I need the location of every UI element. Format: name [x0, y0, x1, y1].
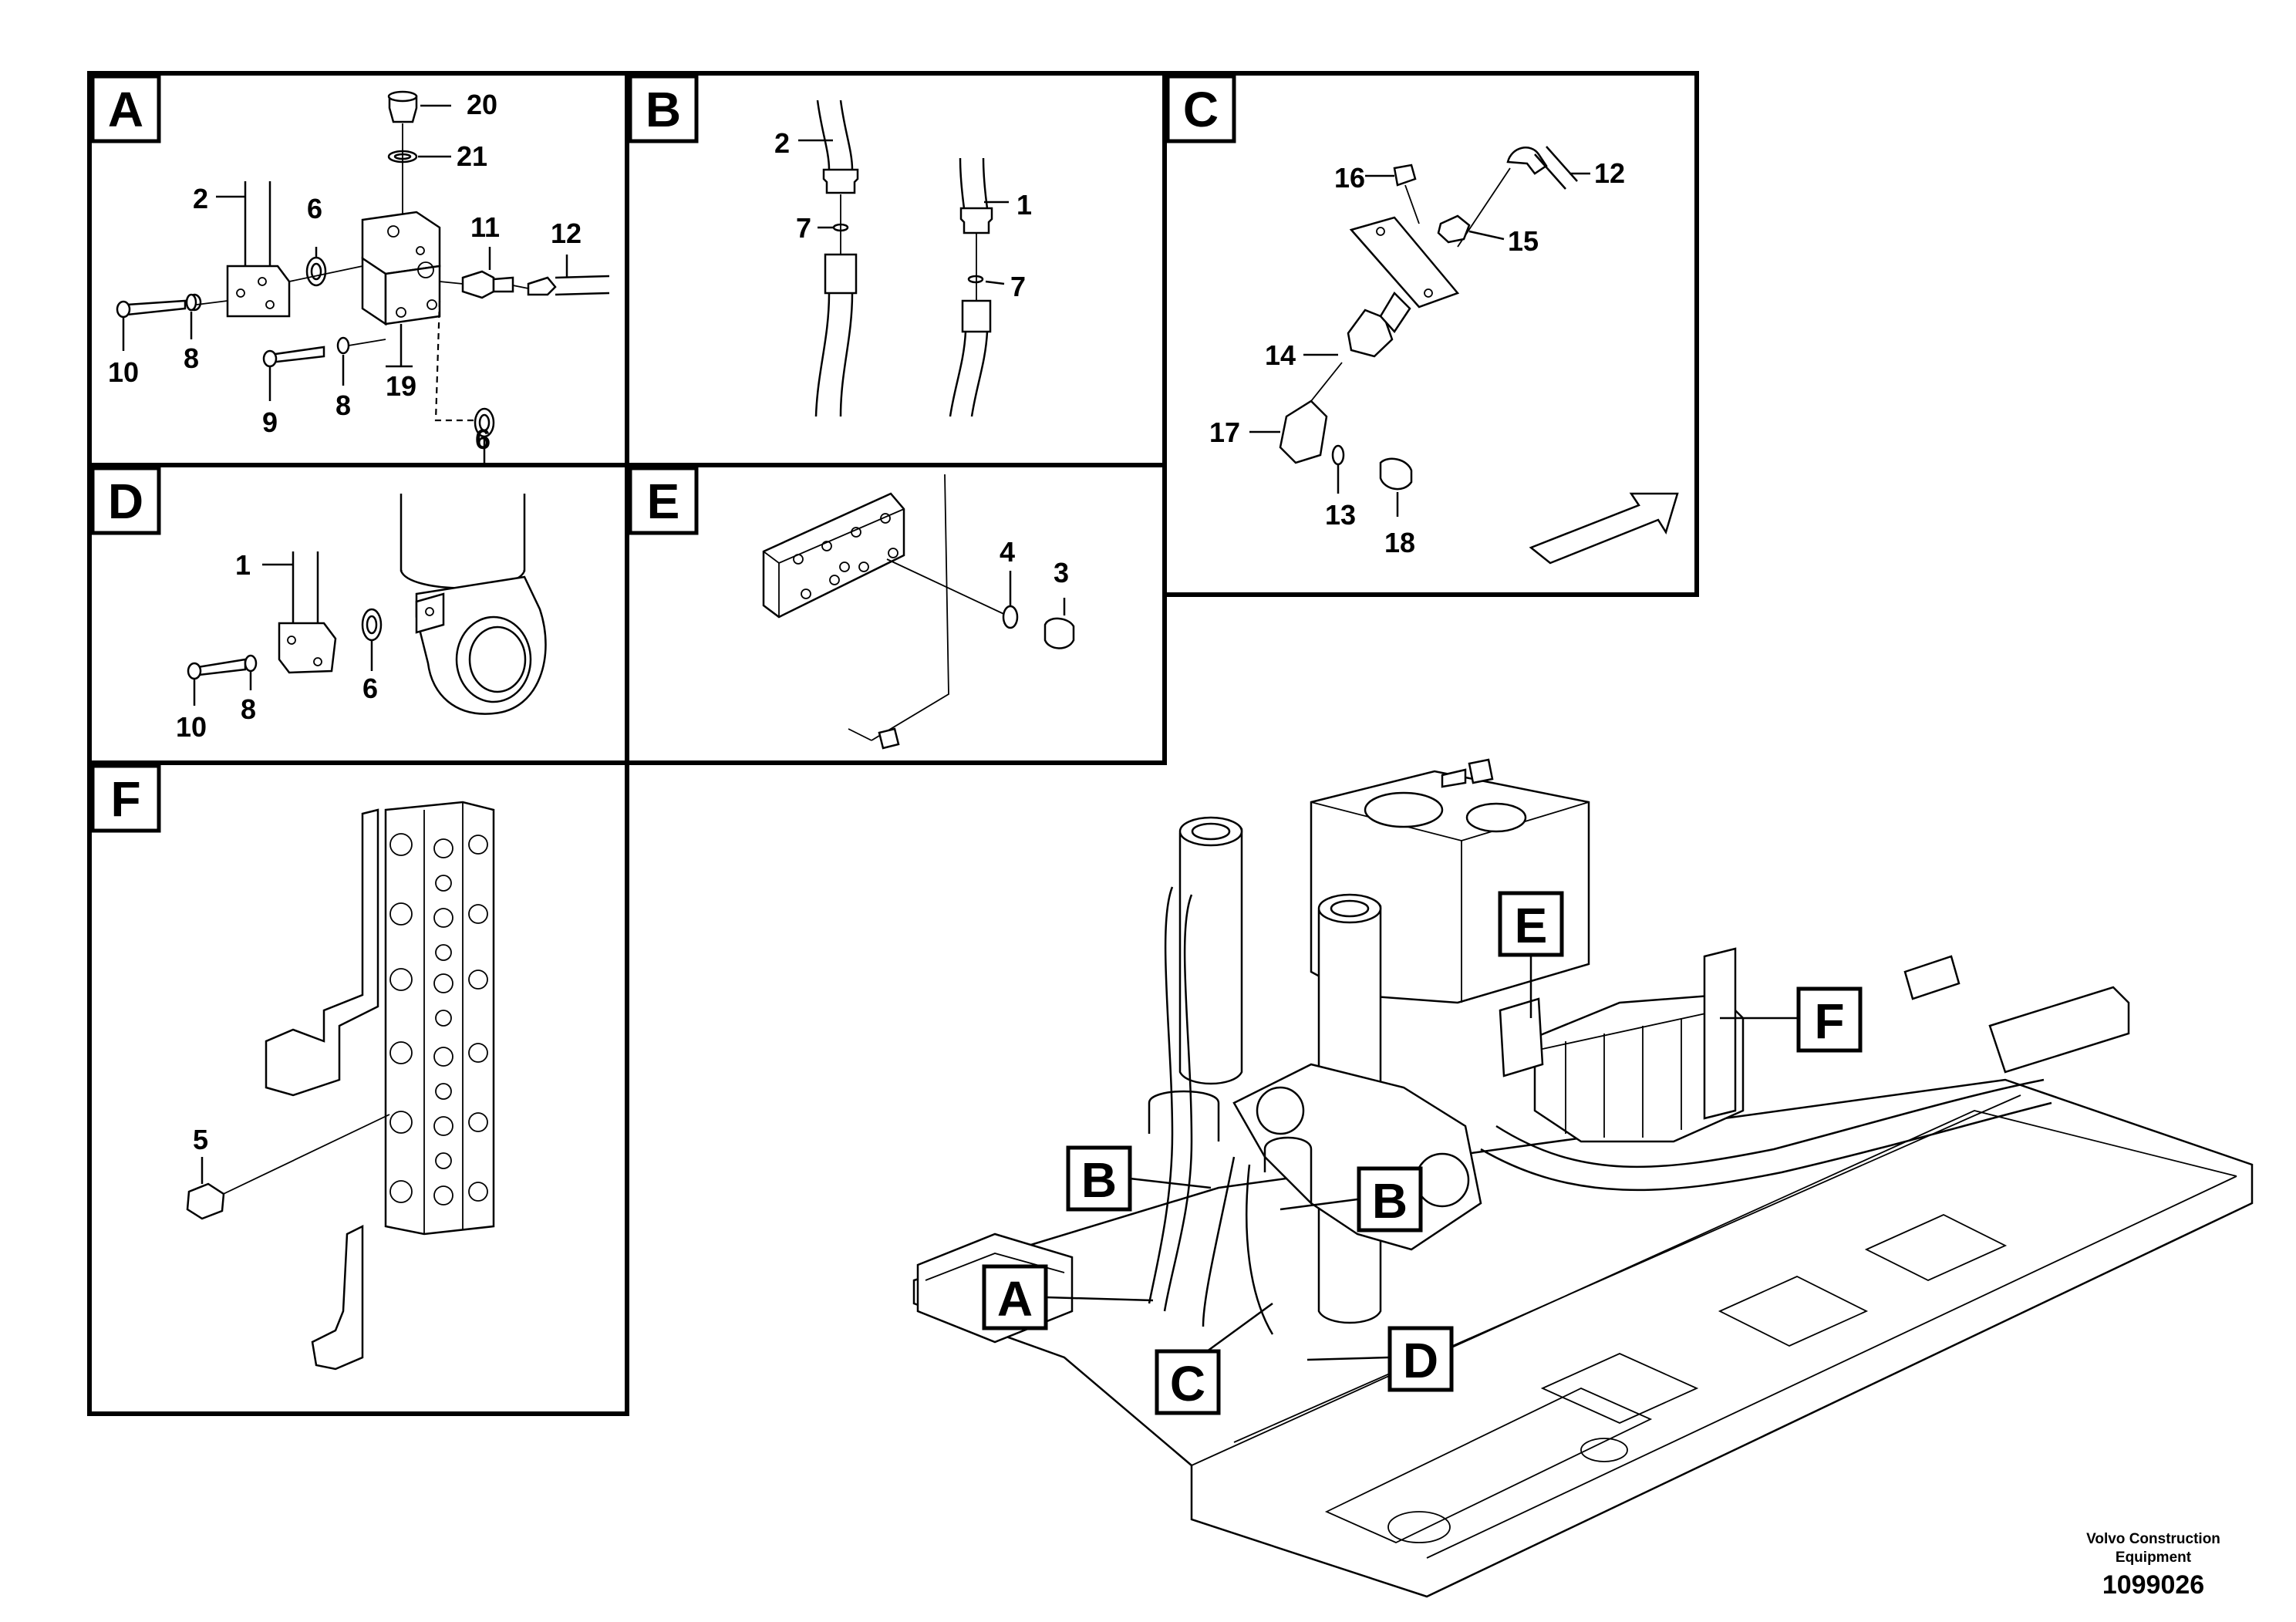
panel-f-callouts: 5 [193, 1124, 208, 1155]
panel-e-callouts: 4 3 [1000, 536, 1069, 588]
callout-6: 6 [307, 193, 322, 224]
callout-3: 3 [1054, 557, 1069, 588]
company-name: Volvo Construction Equipment [2086, 1531, 2220, 1566]
panel-f-label: F [90, 764, 161, 833]
callout-16: 16 [1334, 162, 1365, 194]
panel-a-frame [87, 71, 629, 467]
overview-tag-d: D [1306, 1326, 1454, 1392]
panel-c-callouts: 16 12 15 14 17 13 18 [1209, 157, 1625, 558]
callout-17: 17 [1209, 416, 1240, 448]
panel-f-frame [87, 760, 629, 1416]
svg-text:F: F [110, 771, 140, 827]
callout-8: 8 [184, 342, 199, 374]
overview-tag-b-left: B [1066, 1145, 1212, 1212]
svg-text:C: C [1170, 1356, 1205, 1411]
callout-6: 6 [475, 423, 491, 455]
callout-14: 14 [1265, 339, 1296, 371]
panel-c-drawing [1249, 146, 1679, 565]
svg-text:D: D [1403, 1333, 1438, 1388]
overview-tag-a: A [982, 1264, 1154, 1330]
panel-d-label: D [90, 466, 161, 535]
panel-c-frame [1162, 71, 1699, 597]
panel-a-drawing [116, 90, 610, 467]
callout-10: 10 [108, 356, 139, 388]
callout-19: 19 [386, 370, 416, 402]
callout-12: 12 [551, 218, 582, 249]
svg-text:D: D [108, 474, 143, 529]
callout-5: 5 [193, 1124, 208, 1155]
drawing-footer: Volvo Construction Equipment 1099026 [2080, 1530, 2227, 1600]
overview-tag-e: E [1498, 891, 1564, 1018]
drawing-number: 1099026 [2102, 1570, 2205, 1600]
callout-1: 1 [1017, 189, 1032, 221]
svg-text:B: B [646, 82, 681, 137]
callout-8: 8 [241, 693, 256, 725]
panel-d-drawing [187, 494, 547, 715]
callout-10: 10 [176, 711, 207, 743]
panel-d-frame [87, 463, 629, 765]
svg-text:C: C [1183, 82, 1219, 137]
panel-e-drawing [762, 474, 1075, 750]
callout-4: 4 [1000, 536, 1015, 568]
panel-e-label: E [628, 466, 699, 535]
callout-12: 12 [1594, 157, 1625, 189]
panel-b-frame [625, 71, 1167, 467]
callout-20: 20 [467, 89, 497, 120]
callout-6: 6 [362, 673, 378, 704]
overview-tag-b-right: B [1279, 1166, 1423, 1233]
panel-b-drawing [798, 99, 1009, 417]
callout-1: 1 [235, 549, 251, 581]
svg-text:E: E [647, 474, 680, 529]
svg-text:F: F [1814, 993, 1844, 1049]
panel-b-callouts: 2 7 1 7 [774, 127, 1032, 302]
callout-11: 11 [470, 211, 500, 243]
callout-15: 15 [1508, 225, 1539, 257]
callout-18: 18 [1384, 527, 1415, 558]
panel-a-callouts: 20 21 2 6 11 12 10 8 9 8 19 6 [108, 89, 582, 455]
panel-c-label: C [1165, 74, 1236, 143]
callout-2: 2 [774, 127, 790, 159]
svg-text:B: B [1081, 1152, 1117, 1208]
svg-text:A: A [997, 1271, 1033, 1327]
callout-21: 21 [457, 140, 487, 172]
panel-b-label: B [628, 74, 699, 143]
svg-text:B: B [1372, 1173, 1408, 1229]
overview-tag-f: F [1720, 986, 1863, 1053]
panel-f-drawing [186, 801, 495, 1371]
callout-7: 7 [1010, 271, 1026, 302]
svg-text:A: A [108, 82, 143, 137]
panel-a-label: A [90, 74, 161, 143]
callout-7: 7 [796, 212, 811, 244]
callout-9: 9 [262, 406, 278, 438]
callout-2: 2 [193, 183, 208, 214]
callout-8: 8 [335, 389, 351, 421]
panel-e-frame [625, 463, 1167, 765]
callout-13: 13 [1325, 499, 1356, 531]
panel-d-callouts: 1 10 8 6 [176, 549, 378, 743]
overview-tag-c: C [1155, 1302, 1273, 1415]
svg-text:E: E [1515, 898, 1548, 953]
machine-overview [912, 758, 2254, 1598]
